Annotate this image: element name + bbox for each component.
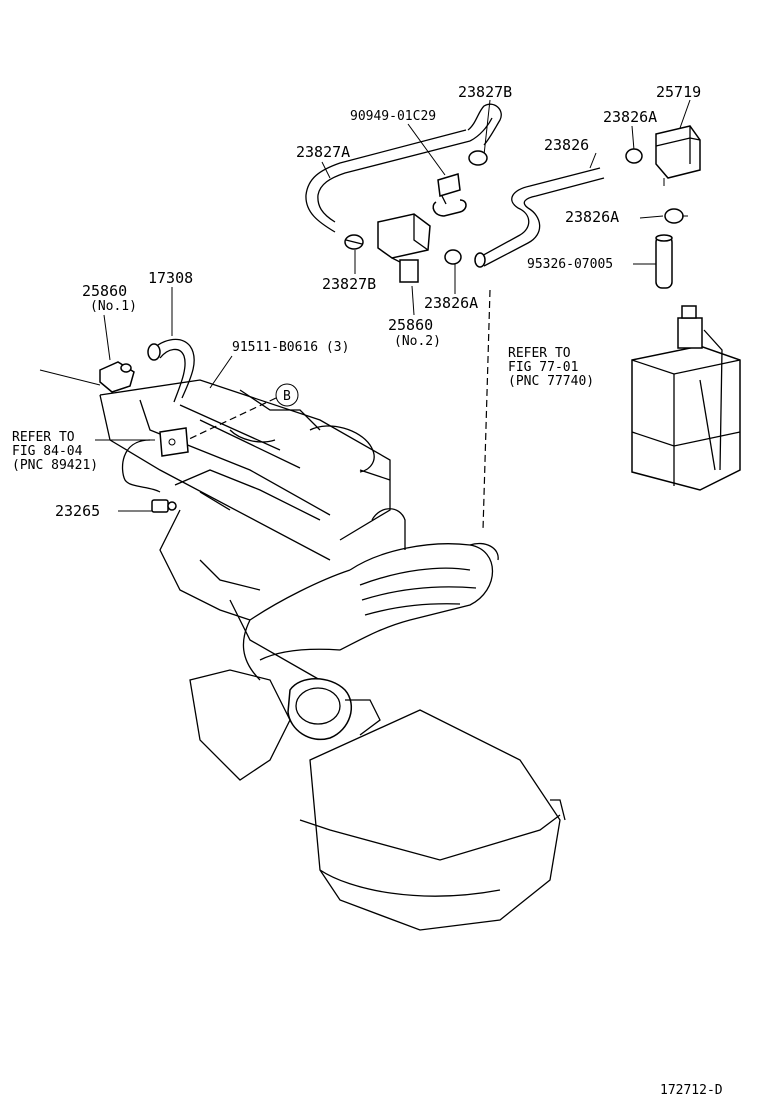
label-91511-b0616: 91511-B0616 (3)	[232, 340, 349, 355]
refer-fig-84-04-line3: (PNC 89421)	[12, 458, 98, 473]
filter-25719	[655, 125, 701, 186]
label-23827a: 23827A	[296, 143, 350, 161]
air-cleaner	[299, 709, 566, 931]
air-intake-hose	[242, 542, 499, 681]
refer-fig-84-04-line2: FIG 84-04	[12, 444, 83, 459]
vsv-25860-no1	[99, 361, 135, 393]
sensor-23265	[121, 439, 177, 513]
refer-fig-84-04-line1: REFER TO	[12, 430, 75, 445]
hose-17308	[147, 338, 195, 403]
label-23265: 23265	[55, 502, 100, 520]
hose-23827b	[467, 103, 502, 166]
label-25719: 25719	[656, 83, 701, 101]
engine-block	[159, 509, 321, 781]
label-23826a-top: 23826A	[603, 108, 657, 126]
hose-23827a	[305, 129, 471, 233]
clamp-23826a-mid	[664, 208, 688, 224]
label-no2: (No.2)	[394, 334, 441, 349]
refer-fig-77-01-line1: REFER TO	[508, 346, 571, 361]
label-23826: 23826	[544, 136, 589, 154]
label-23827b-bottom: 23827B	[322, 275, 376, 293]
clamp-90949	[432, 173, 467, 217]
callout-b-circle	[275, 383, 299, 407]
clamp-23826a-lower	[444, 249, 462, 265]
label-25860-no2: 25860	[388, 316, 433, 334]
refer-fig-77-01-line3: (PNC 77740)	[508, 374, 594, 389]
leader-lines	[39, 99, 691, 512]
clamp-23826a-top	[625, 148, 643, 164]
dashed-ref-line-b	[169, 397, 277, 449]
label-17308: 17308	[148, 269, 193, 287]
label-no1: (No.1)	[90, 299, 137, 314]
bracket-91511	[159, 427, 189, 457]
hose-95326	[655, 234, 673, 289]
label-23826a-bottom: 23826A	[424, 294, 478, 312]
label-90949-01c29: 90949-01C29	[350, 109, 436, 124]
dashed-ref-line-vertical	[482, 289, 491, 531]
vsv-25860-no2	[377, 213, 431, 283]
refer-fig-77-01-line2: FIG 77-01	[508, 360, 578, 375]
label-23827b-top: 23827B	[458, 83, 512, 101]
label-95326-07005: 95326-07005	[527, 257, 613, 272]
clamp-23827b-lower	[344, 234, 364, 250]
callout-b-letter: B	[283, 389, 291, 404]
intake-manifold	[99, 379, 406, 561]
air-flow-meter	[287, 678, 381, 741]
label-25860-no1: 25860	[82, 282, 127, 300]
figure-code: 172712-D	[660, 1083, 723, 1098]
charcoal-canister	[631, 305, 741, 491]
label-23826a-mid: 23826A	[565, 208, 619, 226]
hose-23826	[474, 167, 605, 268]
